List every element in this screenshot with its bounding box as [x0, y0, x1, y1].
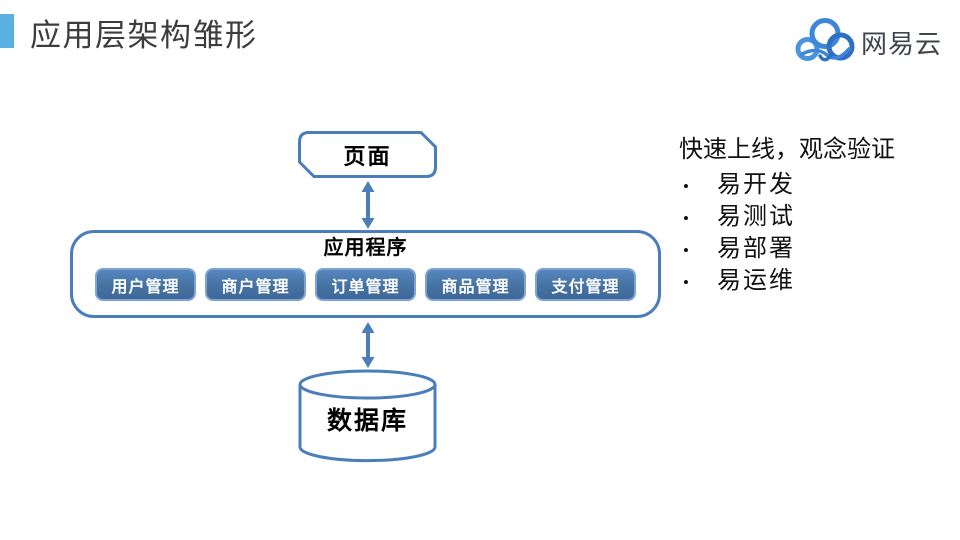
bullet-dot: • [683, 177, 689, 196]
notes-block: 快速上线，观念验证 • 易开发 • 易测试 • 易部署 • 易运维 [679, 135, 945, 298]
module-button-user: 用户管理 [95, 268, 196, 301]
double-arrow-page-app [361, 181, 375, 229]
module-button-payment: 支付管理 [535, 268, 636, 301]
module-button-order: 订单管理 [315, 268, 416, 301]
list-item: • 易运维 [679, 266, 945, 298]
bullet-label: 易部署 [717, 236, 795, 262]
bullet-label: 易运维 [717, 268, 795, 294]
cloud-icon [795, 18, 855, 62]
bullet-label: 易开发 [717, 172, 795, 198]
double-arrow-app-db [361, 322, 375, 368]
diagram-node-application: 应用程序 用户管理 商户管理 订单管理 商品管理 支付管理 [70, 230, 661, 318]
bullet-dot: • [683, 273, 689, 292]
bullet-dot: • [683, 241, 689, 260]
database-cylinder-shape [298, 369, 437, 463]
snip-round-rect-shape [298, 131, 437, 178]
netease-cloud-logo: 网易云 [794, 16, 942, 68]
module-row: 用户管理 商户管理 订单管理 商品管理 支付管理 [73, 268, 658, 301]
application-label: 应用程序 [323, 237, 408, 259]
notes-heading: 快速上线，观念验证 [679, 137, 895, 163]
list-item: • 易开发 [679, 170, 945, 202]
list-item: • 易部署 [679, 234, 945, 266]
page-title: 应用层架构雏形 [30, 18, 258, 53]
logo-text: 网易云 [860, 28, 942, 59]
bullet-label: 易测试 [717, 204, 795, 230]
list-item: • 易测试 [679, 202, 945, 234]
title-accent-bar [0, 14, 14, 48]
bullet-dot: • [683, 209, 689, 228]
module-button-merchant: 商户管理 [205, 268, 306, 301]
diagram-node-database: 数据库 [298, 369, 437, 463]
page-node-label: 页面 [343, 143, 392, 169]
module-button-product: 商品管理 [425, 268, 526, 301]
database-label: 数据库 [326, 407, 408, 435]
diagram-node-page: 页面 [298, 131, 437, 178]
